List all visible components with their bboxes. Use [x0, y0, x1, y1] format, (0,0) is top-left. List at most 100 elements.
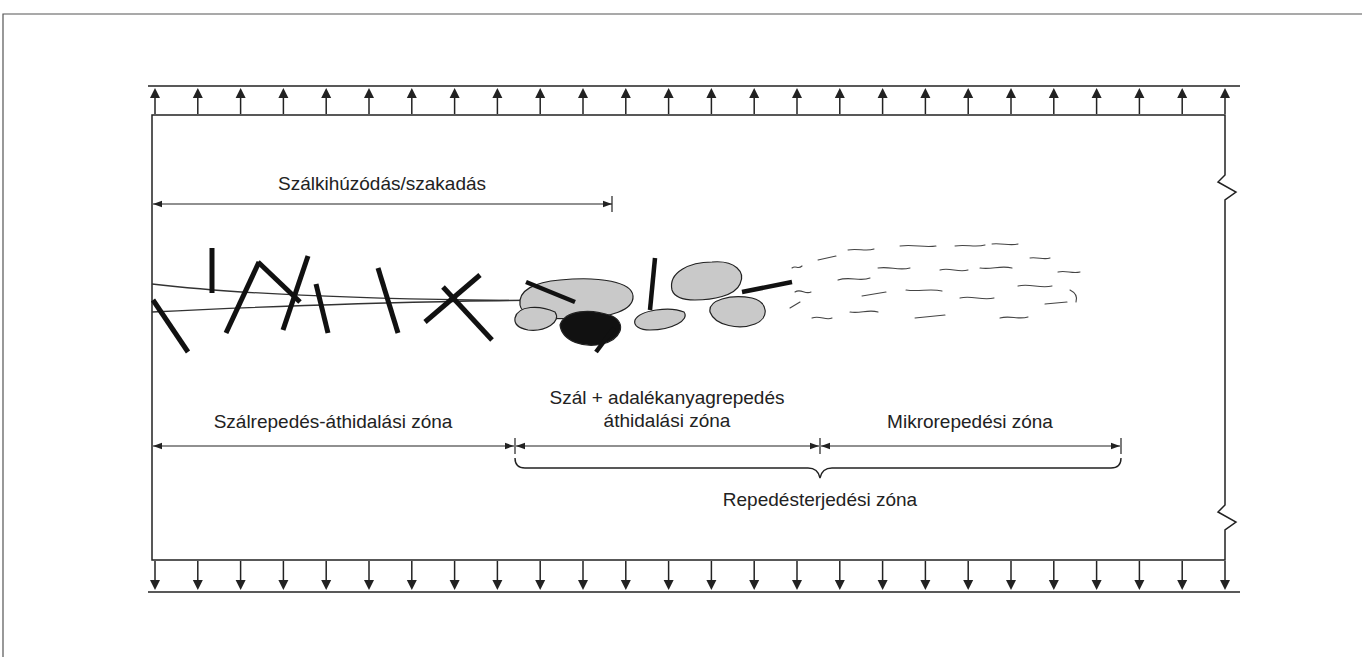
tension-arrow	[1177, 88, 1187, 114]
arrow-shaft	[625, 96, 627, 114]
fibre	[210, 248, 215, 293]
microcrack	[792, 266, 802, 268]
arrow-head	[193, 580, 203, 590]
microcrack	[915, 315, 945, 318]
arrow-head	[278, 88, 288, 98]
aggregate	[710, 297, 765, 327]
tension-arrow	[920, 561, 930, 590]
tension-arrow	[150, 88, 1230, 114]
arrow-head	[1177, 88, 1187, 98]
tension-arrow	[1006, 88, 1016, 114]
arrow-head	[535, 580, 545, 590]
zone-label: Szál + adalékanyagrepedés áthidalási zón…	[517, 386, 817, 432]
arrow-head	[1134, 580, 1144, 590]
arrow-head	[150, 580, 160, 590]
brace	[515, 458, 1121, 478]
arrow-head	[664, 580, 674, 590]
arrow-shaft	[711, 96, 713, 114]
arrow-shaft	[925, 561, 927, 582]
arrow-head	[792, 88, 802, 98]
arrow-shaft	[1010, 96, 1012, 114]
tension-arrow	[963, 88, 973, 114]
fibre	[742, 282, 792, 292]
arrow-shaft	[1053, 96, 1055, 114]
arrow-head	[492, 88, 502, 98]
tension-arrow	[492, 561, 502, 590]
tension-arrow	[450, 88, 460, 114]
arrow-shaft	[796, 561, 798, 582]
arrow-head	[492, 580, 502, 590]
arrow-shaft	[1096, 96, 1098, 114]
microcrack	[795, 291, 811, 293]
tension-arrow	[878, 88, 888, 114]
microcrack	[850, 311, 878, 312]
tension-arrow	[1092, 88, 1102, 114]
tension-arrow	[664, 88, 674, 114]
fibre	[443, 287, 492, 340]
microcrack	[992, 243, 1018, 245]
arrow-head	[578, 88, 588, 98]
arrow-shaft	[668, 96, 670, 114]
tension-arrow	[364, 561, 374, 590]
aggregate	[515, 262, 765, 345]
arrow-shaft	[582, 96, 584, 114]
arrow-shaft	[753, 561, 755, 582]
fibre	[283, 256, 308, 330]
dimension-label: Szálkihúzódás/szakadás	[278, 172, 486, 195]
arrow-shaft	[1096, 561, 1098, 582]
specimen-outline	[152, 115, 1236, 560]
microcrack	[848, 249, 874, 250]
tension-arrow	[621, 561, 631, 590]
arrow-head	[963, 88, 973, 98]
arrow-head	[706, 580, 716, 590]
arrow-shaft	[325, 96, 327, 114]
page-frame	[3, 14, 1362, 657]
arrow-head	[792, 580, 802, 590]
tension-arrow	[236, 88, 246, 114]
arrow-shaft	[539, 96, 541, 114]
arrow-shaft	[839, 96, 841, 114]
tension-arrow	[963, 561, 973, 590]
arrow-shaft	[1181, 561, 1183, 582]
arrow-head	[1006, 580, 1016, 590]
arrow-head	[878, 88, 888, 98]
arrow-shaft	[197, 96, 199, 114]
arrow-head	[1049, 88, 1059, 98]
microcrack	[1030, 257, 1050, 259]
arrow-shaft	[283, 561, 285, 582]
dimension-line	[516, 445, 819, 446]
arrow-head	[664, 88, 674, 98]
microcrack	[838, 278, 870, 280]
aggregate	[515, 307, 557, 330]
arrow-shaft	[497, 96, 499, 114]
microcrack	[818, 256, 836, 260]
arrow-head	[1049, 580, 1059, 590]
tension-arrow	[578, 561, 588, 590]
microcrack	[1058, 271, 1080, 272]
tension-arrow	[1220, 88, 1230, 114]
tension-arrow	[321, 88, 331, 114]
fibre	[378, 268, 398, 333]
arrow-head	[1220, 88, 1230, 98]
arrow-head	[749, 580, 759, 590]
arrow-shaft	[539, 561, 541, 582]
tension-arrow	[749, 561, 759, 590]
tension-arrow	[1049, 561, 1059, 590]
arrow-shaft	[582, 561, 584, 582]
tension-arrow	[878, 561, 888, 590]
arrow-head	[535, 88, 545, 98]
fibre	[650, 258, 655, 310]
zone-label: Mikrorepedési zóna	[887, 410, 1053, 433]
tension-arrow	[920, 88, 930, 114]
arrow-shaft	[925, 96, 927, 114]
arrow-shaft	[240, 96, 242, 114]
arrow-shaft	[1139, 561, 1141, 582]
dimension-line	[153, 445, 514, 446]
tension-arrow	[1134, 561, 1144, 590]
arrow-shaft	[1010, 561, 1012, 582]
tension-arrow	[150, 561, 160, 590]
arrow-head	[835, 580, 845, 590]
arrow-shaft	[454, 96, 456, 114]
